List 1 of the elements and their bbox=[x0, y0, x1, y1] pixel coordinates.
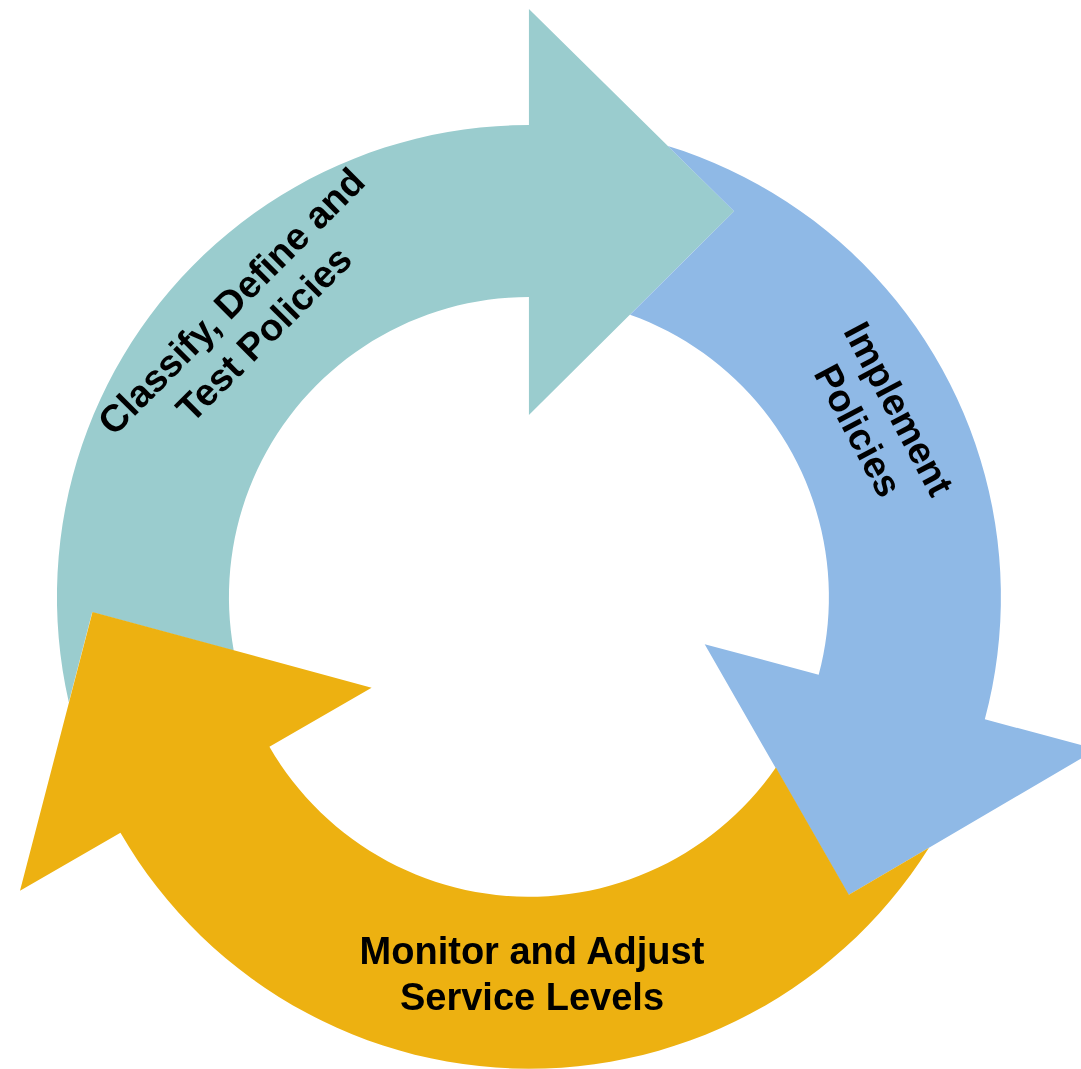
arrow-label: Monitor and Adjust Service Levels bbox=[358, 929, 706, 1020]
